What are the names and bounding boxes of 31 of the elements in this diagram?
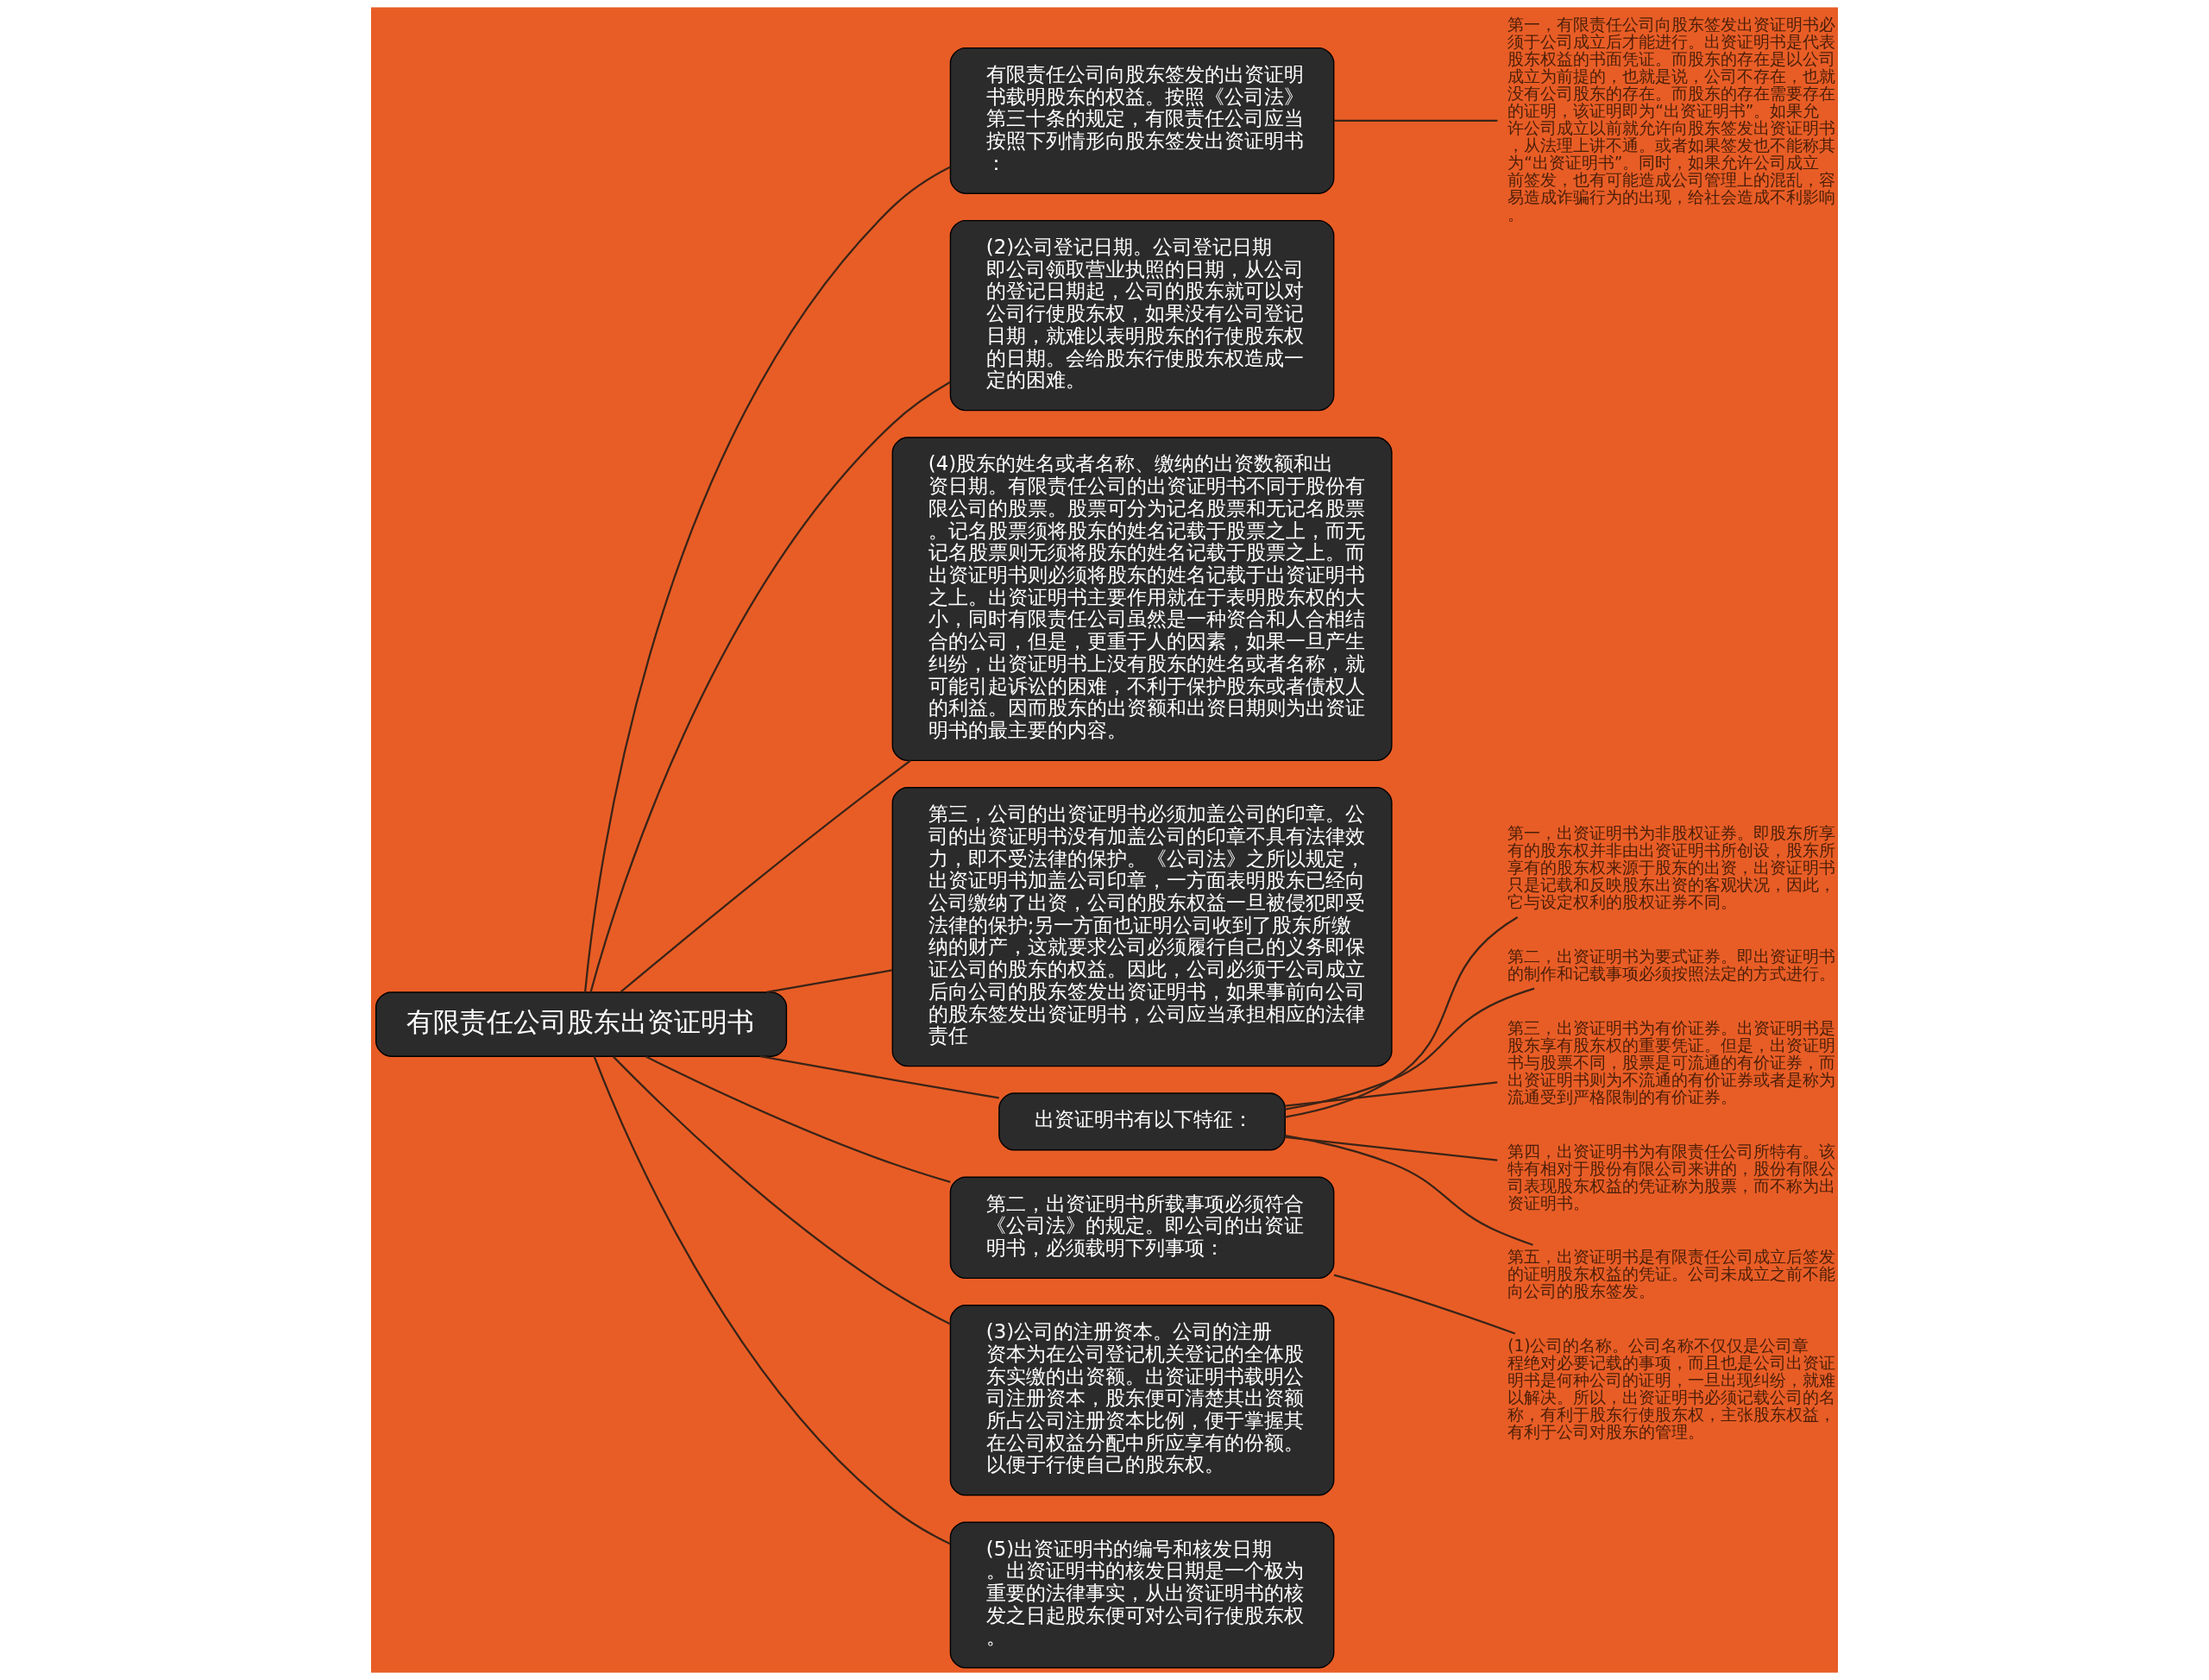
- connector: [1285, 987, 1535, 1111]
- node-text: 第三，出资证明书为有价证券。出资证明书是股东享有股东权的重要凭证。但是，出资证明书与股票不同，股票是可流通的有价证券，而出资证明书则为不流通的有价证券或者是称为流通受到严格限制的有价证券。: [1507, 1018, 1836, 1106]
- connector: [613, 1055, 951, 1325]
- node-box: 第三，公司的出资证明书必须加盖公司的印章。公司的出资证明书没有加盖公司的印章不具有法律效力，即不受法律的保护。《公司法》之所以规定，出资证明书加盖公司印章，一方面表明股东已经向公司缴纳了出资，公司的股东权益一旦被侵犯即受法律的保护;另一方面也证明公司收到了股东所缴纳的财产，这就要求公司必须履行自己的义务即保证公司的股东的权益。因此，公司必须于公司成立后向公司的股东签发出资证明书，如果事前向公司的股东签发出资证明书，公司应当承担相应的法律责任: [891, 787, 1393, 1067]
- connector: [1285, 916, 1519, 1118]
- node-text: 第五，出资证明书是有限责任公司成立后签发的证明股东权益的凭证。公司未成立之前不能向公司的股东签发。: [1507, 1248, 1836, 1301]
- node-box: 第二，出资证明书所载事项必须符合《公司法》的规定。即公司的出资证明书，必须载明下列事项：: [949, 1176, 1335, 1280]
- node-text: 第四，出资证明书为有限责任公司所特有。该特有相对于股份有限公司来讲的，股份有限公司表现股东权益的凭证称为股票，而不称为出资证明书。: [1507, 1142, 1836, 1212]
- node-box: 有限责任公司股东出资证明书: [375, 991, 788, 1057]
- connector: [759, 1055, 999, 1099]
- node-text: 第二，出资证明书为要式证券。即出资证明书的制作和记载事项必须按照法定的方式进行。: [1507, 947, 1836, 983]
- connector: [583, 166, 951, 992]
- node-text: 第一，有限责任公司向股东签发出资证明书必须于公司成立后才能进行。出资证明书是代表股东权益的书面凭证。而股东的存在是以公司成立为前提的，也就是说，公司不存在，也就没有公司股东的存在。而股东的存在需要存在的证明，该证明即为“出资证明书”。如果允许公司成立以前就允许向股东签发出资证明书，从法理上讲不通。或者如果签发也不能称其为“出资证明书”。同时，如果允许公司成立前签发，也有可能造成公司管理上的混乱，容易造成诈骗行为的出现，给社会造成不利影响。: [1507, 15, 1836, 223]
- connector: [1285, 1081, 1498, 1107]
- connector: [1333, 119, 1498, 123]
- node-box: 有限责任公司向股东签发的出资证明书载明股东的权益。按照《公司法》第三十条的规定，有限责任公司应当按照下列情形向股东签发出资证明书：: [949, 47, 1335, 194]
- connector: [620, 759, 911, 993]
- node-text: (1)公司的名称。公司名称不仅仅是公司章程绝对必要记载的事项，而且也是公司出资证明书是何种公司的证明，一旦出现纠纷，就难以解决。所以，出资证明书必须记载公司的名称，有利于股东行使股东权，主张股东权益，有利于公司对股东的管理。: [1507, 1337, 1836, 1442]
- node-box: (4)股东的姓名或者名称、缴纳的出资数额和出资日期。有限责任公司的出资证明书不同于股份有限公司的股票。股票可分为记名股票和无记名股票。记名股票须将股东的姓名记载于股票之上，而无记名股票则无须将股东的姓名记载于股票之上。而出资证明书则必须将股东的姓名记载于出资证明书之上。出资证明书主要作用就在于表明股东权的大小，同时有限责任公司虽然是一种资合和人合相结合的公司，但是，更重于人的因素，如果一旦产生纠纷，出资证明书上没有股东的姓名或者名称，就可能引起诉讼的困难，不利于保护股东或者债权人的利益。因而股东的出资额和出资日期则为出资证明书的最主要的内容。: [891, 437, 1393, 762]
- node-box: (3)公司的注册资本。公司的注册资本为在公司登记机关登记的全体股东实缴的出资额。出资证明书载明公司注册资本，股东便可清楚其出资额所占公司注册资本比例，便于掌握其在公司权益分配中所应享有的份额。以便于行使自己的股东权。: [949, 1305, 1335, 1496]
- connector: [589, 381, 951, 992]
- connector: [645, 1055, 951, 1183]
- connector: [766, 969, 893, 993]
- node-box: (2)公司登记日期。公司登记日期即公司领取营业执照的日期，从公司的登记日期起，公司的股东就可以对公司行使股东权，如果没有公司登记日期，就难以表明股东的行使股东权的日期。会给股东行使股东权造成一定的困难。: [949, 219, 1335, 412]
- connector: [1333, 1274, 1516, 1335]
- node-text: 第一，出资证明书为非股权证券。即股东所享有的股东权并非由出资证明书所创设，股东所享有的股东权来源于股东的出资，出资证明书只是记载和反映股东出资的客观状况，因此，它与设定权利的股权证券不同。: [1507, 823, 1836, 911]
- node-box: (5)出资证明书的编号和核发日期。出资证明书的核发日期是一个极为重要的法律事实，从出资证明书的核发之日起股东便可对公司行使股东权。: [949, 1521, 1335, 1669]
- connector: [1285, 1136, 1498, 1161]
- node-box: 出资证明书有以下特征：: [998, 1092, 1286, 1151]
- connector: [1285, 1134, 1533, 1246]
- connector: [593, 1055, 951, 1545]
